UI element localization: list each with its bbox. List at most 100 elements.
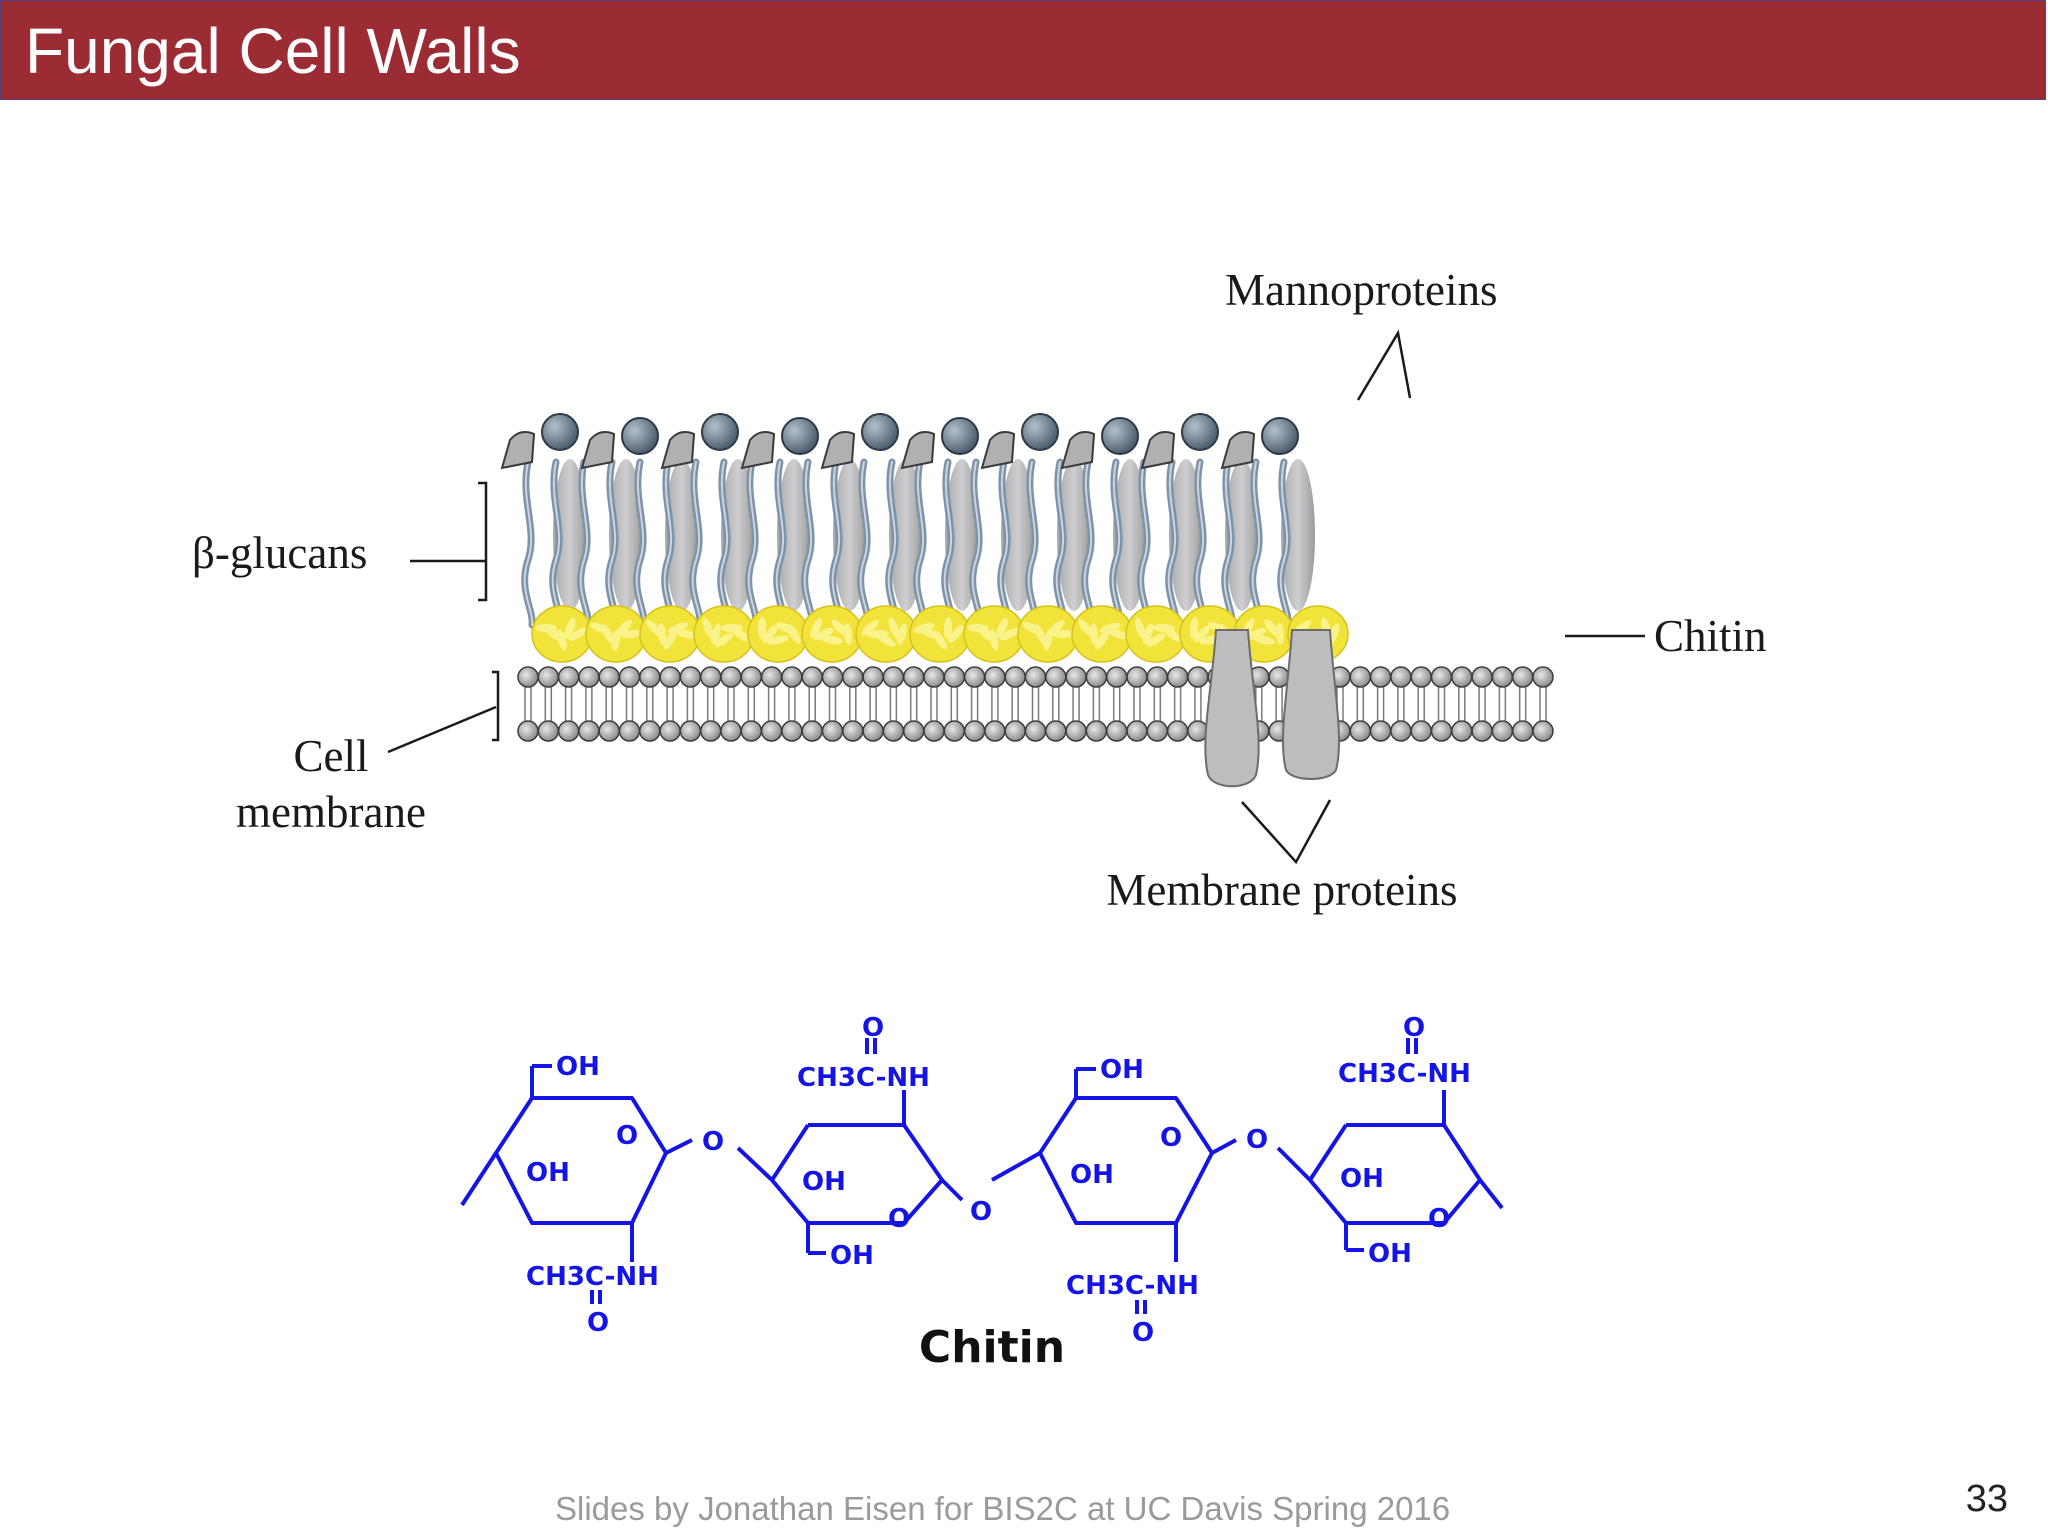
lipid-head-inner	[659, 720, 681, 742]
lipid-head-inner	[1166, 720, 1189, 742]
mannoprotein-ball	[701, 413, 739, 451]
hydroxyl-label: OH	[830, 1241, 874, 1271]
mannoprotein-ball	[1021, 413, 1059, 451]
lipid-head-outer	[1004, 666, 1026, 688]
lipid-head-inner	[1491, 720, 1514, 742]
chitin-cluster	[1017, 605, 1079, 663]
lipid-head-inner	[1126, 720, 1148, 742]
membrane-protein-shapes	[1204, 629, 1340, 788]
chitin-cluster	[531, 605, 593, 663]
lipid-head-outer	[618, 666, 641, 688]
lipid-head-outer	[1430, 666, 1453, 688]
lipid-head-outer	[1369, 666, 1392, 688]
glucan-strand-highlight	[1279, 461, 1290, 626]
lipid-head-outer	[1532, 666, 1554, 688]
glucan-strand-highlight	[635, 461, 646, 626]
lipid-head-outer	[1471, 666, 1493, 688]
lipid-head-outer	[882, 666, 905, 688]
lipid-head-outer	[1065, 666, 1087, 688]
lipid-head-inner	[842, 720, 864, 742]
acetyl-group-label: CH3C-NH	[1338, 1059, 1471, 1089]
lipid-head-inner	[517, 720, 539, 742]
lipid-head-inner	[1410, 720, 1432, 742]
mannoprotein-flag	[500, 431, 536, 470]
lipid-head-inner	[740, 720, 763, 742]
lipid-head-inner	[1369, 720, 1392, 742]
lipid-head-outer	[781, 666, 803, 688]
hydroxyl-label: OH	[556, 1052, 600, 1082]
lipid-head-inner	[1511, 720, 1534, 742]
ring-oxygen-label: O	[616, 1121, 638, 1151]
mannoprotein-ball	[1101, 417, 1139, 455]
label-cell-membrane-line1: Cell	[294, 731, 369, 781]
label-beta-glucans: β-glucans	[192, 528, 367, 578]
glucan-strand-highlight	[803, 461, 814, 626]
lipid-head-outer	[1045, 666, 1067, 688]
hydroxyl-label: OH	[526, 1158, 570, 1188]
lipid-head-outer	[679, 666, 702, 688]
lipid-head-outer	[1024, 666, 1047, 688]
mannoprotein-ball	[1261, 417, 1299, 455]
lipid-head-inner	[720, 720, 742, 742]
mannoprotein-flag	[580, 431, 616, 470]
lipid-head-outer	[557, 666, 580, 688]
chitin-cluster	[585, 605, 647, 663]
lipid-head-outer	[639, 666, 661, 688]
lipid-head-inner	[578, 720, 600, 742]
label-leader-lines	[387, 329, 1645, 865]
title-bar: Fungal Cell Walls	[0, 0, 2046, 100]
lipid-head-outer	[598, 666, 620, 688]
chitin-cluster	[963, 605, 1025, 663]
glucan-strand-highlight	[1223, 461, 1234, 626]
cell-wall-layers	[500, 413, 1554, 788]
lipid-head-inner	[821, 720, 844, 742]
lipid-head-inner	[1146, 720, 1169, 742]
lipid-head-inner	[1430, 720, 1453, 742]
hydroxyl-label: OH	[1070, 1160, 1114, 1190]
lipid-head-inner	[557, 720, 580, 742]
acetyl-group-label: CH3C-NH	[797, 1063, 930, 1093]
glucan-strand-highlight	[1111, 461, 1122, 626]
lipid-head-inner	[1024, 720, 1047, 742]
hydroxyl-label: OH	[802, 1167, 846, 1197]
lipid-head-outer	[1349, 666, 1372, 688]
lipid-head-inner	[862, 720, 884, 742]
lipid-head-inner	[1532, 720, 1554, 742]
chitin-cluster	[855, 605, 917, 663]
lipid-head-outer	[984, 666, 1006, 688]
carbonyl-oxygen-label: O	[862, 1013, 884, 1043]
mannoprotein-ball	[941, 417, 979, 455]
lipid-head-inner	[1390, 720, 1412, 742]
glycosidic-oxygen-label: O	[702, 1127, 724, 1157]
lipid-head-outer	[842, 666, 864, 688]
chitin-structure	[460, 1038, 1504, 1314]
lipid-head-inner	[1451, 720, 1473, 742]
lipid-head-outer	[943, 666, 966, 688]
lipid-head-inner	[1004, 720, 1026, 742]
glucan-strand-highlight	[691, 461, 702, 626]
carbonyl-oxygen-label: O	[587, 1308, 609, 1338]
mannoprotein-flag	[1060, 431, 1096, 470]
mannoprotein-ball	[541, 413, 579, 451]
lipid-head-outer	[902, 666, 925, 688]
mannoprotein-flag	[980, 431, 1016, 470]
lipid-head-inner	[598, 720, 620, 742]
lipid-head-outer	[1390, 666, 1412, 688]
chitin-cluster	[693, 605, 755, 663]
mannoprotein-flag	[740, 431, 776, 470]
lipid-head-outer	[1126, 666, 1148, 688]
chitin-cluster	[1071, 605, 1133, 663]
lipid-head-outer	[1451, 666, 1473, 688]
mannoprotein-flag	[900, 431, 936, 470]
lipid-head-inner	[781, 720, 803, 742]
cell-membrane-bilayer	[517, 666, 1554, 742]
lipid-head-outer	[963, 666, 986, 688]
glucan-strand-highlight	[915, 461, 926, 626]
lipid-head-outer	[1146, 666, 1169, 688]
lipid-head-outer	[1166, 666, 1189, 688]
lipid-head-outer	[517, 666, 539, 688]
lipid-head-outer	[699, 666, 722, 688]
slide-title: Fungal Cell Walls	[25, 15, 521, 87]
lipid-head-outer	[740, 666, 763, 688]
